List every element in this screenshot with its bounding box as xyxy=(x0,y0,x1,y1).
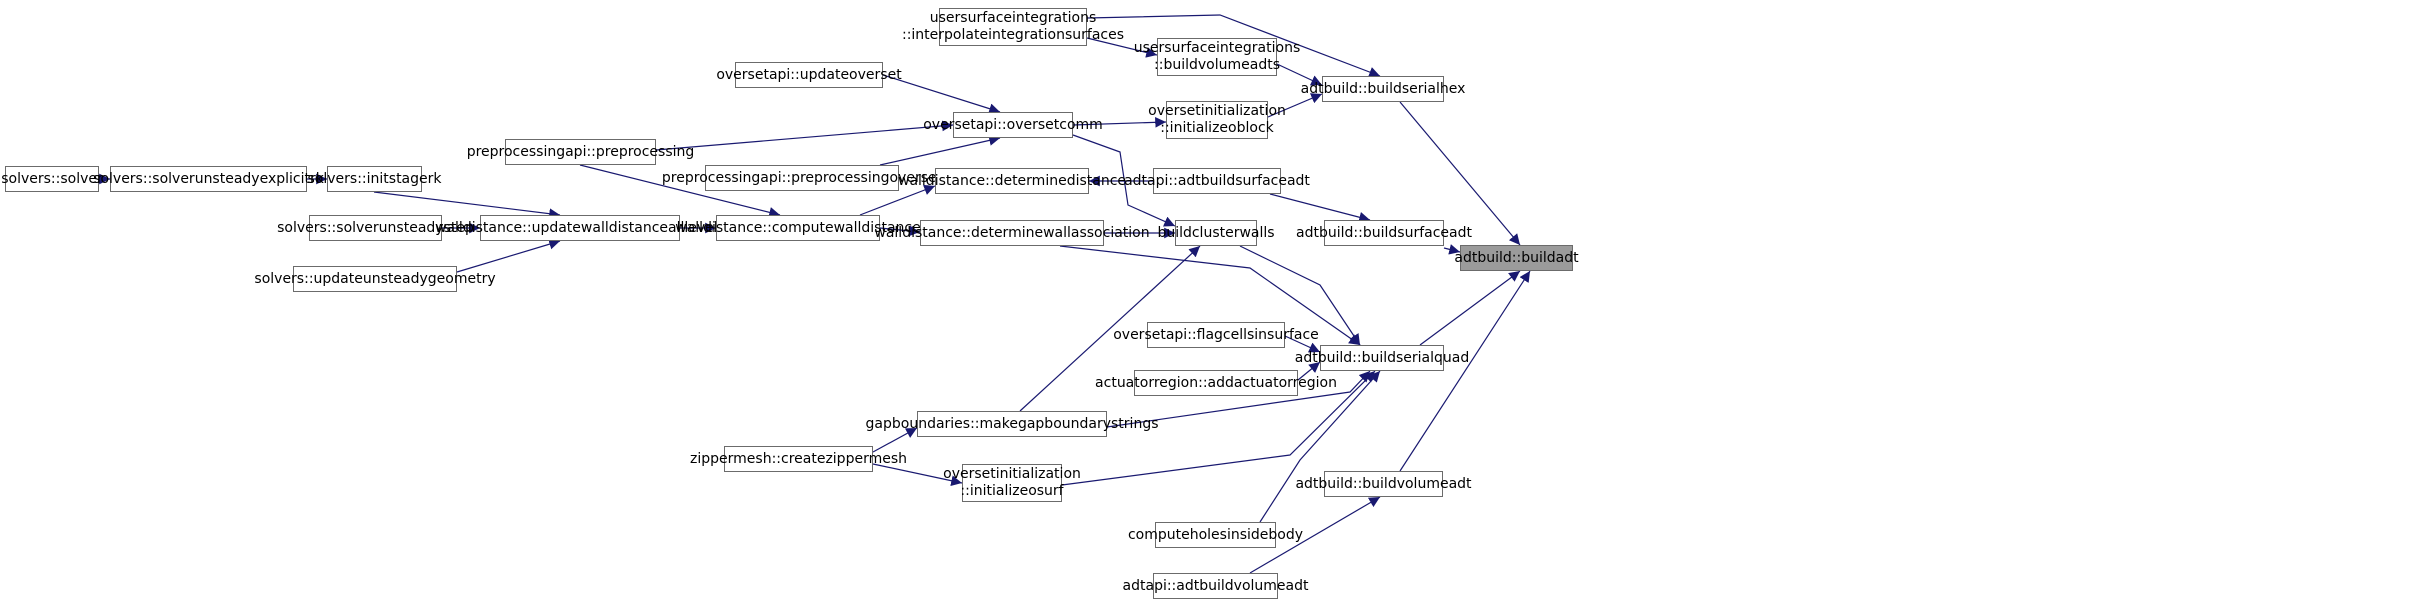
node-initstagerk[interactable]: solvers::initstagerk xyxy=(308,166,442,192)
node-label: actuatorregion::addactuatorregion xyxy=(1095,374,1337,391)
node-label: walldistance::determinewallassociation xyxy=(874,224,1150,241)
node-buildsurfaceadt[interactable]: adtbuild::buildsurfaceadt xyxy=(1296,220,1472,246)
edge-oversetcomm-to-buildclusterwalls xyxy=(1072,134,1176,227)
edge-zippermesh-to-makegapboundarystrings xyxy=(872,427,918,453)
edge-addactuatorregion-to-buildserialquad xyxy=(1297,361,1321,381)
node-determinedistance[interactable]: walldistance::determinedistance xyxy=(898,168,1126,194)
edge-buildclusterwalls-to-buildserialquad xyxy=(1239,245,1361,346)
node-makegapboundarystrings[interactable]: gapboundaries::makegapboundarystrings xyxy=(866,411,1159,437)
node-label: preprocessingapi::preprocessing xyxy=(466,143,695,160)
edge-computewalldistance-to-determinewallassociation xyxy=(879,225,921,237)
edge-initializeoblock-to-buildserialhex xyxy=(1267,93,1323,118)
node-solverunsteadystep[interactable]: solvers::solverunsteadystep xyxy=(277,215,474,241)
node-buildvolumeadt[interactable]: adtbuild::buildvolumeadt xyxy=(1295,471,1472,497)
edge-buildserialhex-to-buildadt xyxy=(1399,101,1521,246)
node-adtbuildvolumeadt[interactable]: adtapi::adtbuildvolumeadt xyxy=(1123,573,1308,599)
node-label: adtbuild::buildvolumeadt xyxy=(1295,475,1472,492)
node-buildadt: adtbuild::buildadt xyxy=(1454,245,1579,271)
node-interpolateintegrationsurfaces[interactable]: usersurfaceintegrations::interpolateinte… xyxy=(902,8,1124,46)
node-label: ::buildvolumeadts xyxy=(1154,57,1280,73)
node-label: oversetapi::flagcellsinsurface xyxy=(1113,326,1319,343)
edge-interpolateintegrationsurfaces-to-buildvolumeadts xyxy=(1086,37,1158,58)
node-label: usersurfaceintegrations xyxy=(1133,40,1301,56)
node-label: oversetapi::updateoverset xyxy=(716,66,902,83)
edge-preprocessing-to-oversetcomm xyxy=(655,120,954,151)
node-buildserialhex[interactable]: adtbuild::buildserialhex xyxy=(1301,76,1465,102)
edge-preprocessing-to-computewalldistance xyxy=(579,164,781,218)
node-label: solvers::solverunsteadyexplicitrk xyxy=(93,170,324,187)
node-addactuatorregion[interactable]: actuatorregion::addactuatorregion xyxy=(1095,370,1337,396)
node-buildvolumeadts[interactable]: usersurfaceintegrations::buildvolumeadts xyxy=(1134,38,1300,76)
edge-initializeosurf-to-buildserialquad xyxy=(1061,370,1376,486)
edge-buildserialquad-to-buildadt xyxy=(1419,270,1521,346)
node-label: ::initializeoblock xyxy=(1160,120,1274,136)
node-label: usersurfaceintegrations xyxy=(929,10,1097,26)
edge-makegapboundarystrings-to-buildclusterwalls xyxy=(1019,245,1201,412)
node-solver[interactable]: solvers::solver xyxy=(1,166,103,192)
node-label: computeholesinsidebody xyxy=(1127,526,1304,543)
edge-updateoverset-to-oversetcomm xyxy=(882,74,1001,114)
node-buildclusterwalls[interactable]: buildclusterwalls xyxy=(1157,220,1275,246)
node-flagcellsinsurface[interactable]: oversetapi::flagcellsinsurface xyxy=(1113,322,1319,348)
node-updateoverset[interactable]: oversetapi::updateoverset xyxy=(716,62,902,88)
node-label: walldistance::updatewalldistancealllevel… xyxy=(435,219,725,236)
node-computeholesinsidebody[interactable]: computeholesinsidebody xyxy=(1128,522,1303,548)
node-updatewalldistancealllevels[interactable]: walldistance::updatewalldistancealllevel… xyxy=(435,215,725,241)
node-label: ::initializeosurf xyxy=(960,483,1064,499)
node-label: buildclusterwalls xyxy=(1157,224,1275,241)
node-label: oversetinitialization xyxy=(1148,103,1286,119)
node-label: adtbuild::buildadt xyxy=(1454,249,1579,266)
node-label: ::interpolateintegrationsurfaces xyxy=(901,27,1125,43)
node-label: solvers::solverunsteadystep xyxy=(277,219,474,236)
node-label: preprocessingapi::preprocessingoverset xyxy=(661,169,943,186)
edge-buildvolumeadt-to-buildadt xyxy=(1399,270,1531,472)
node-updateunsteadygeometry[interactable]: solvers::updateunsteadygeometry xyxy=(254,266,496,292)
node-label: adtbuild::buildsurfaceadt xyxy=(1296,224,1472,241)
edge-computeholesinsidebody-to-buildserialquad xyxy=(1259,370,1381,523)
edge-determinewallassociation-to-buildserialquad xyxy=(1059,245,1361,346)
node-label: gapboundaries::makegapboundarystrings xyxy=(865,415,1159,432)
node-initializeoblock[interactable]: oversetinitialization::initializeoblock xyxy=(1148,101,1286,139)
node-label: solvers::initstagerk xyxy=(307,170,442,187)
edge-flagcellsinsurface-to-buildserialquad xyxy=(1284,335,1321,353)
node-label: zippermesh::createzippermesh xyxy=(690,450,907,467)
node-label: solvers::solver xyxy=(1,170,103,187)
edge-initstagerk-to-updatewalldistancealllevels xyxy=(373,191,561,220)
node-oversetcomm[interactable]: oversetapi::oversetcomm xyxy=(923,112,1103,138)
edge-zippermesh-to-initializeosurf xyxy=(872,463,963,487)
edge-buildvolumeadts-to-buildserialhex xyxy=(1276,63,1323,86)
edge-oversetcomm-to-initializeoblock xyxy=(1072,116,1167,128)
edge-computewalldistance-to-determinedistance xyxy=(859,184,936,216)
node-computewalldistance[interactable]: walldistance::computewalldistance xyxy=(675,215,921,241)
node-solverunsteadyexplicitrk[interactable]: solvers::solverunsteadyexplicitrk xyxy=(93,166,324,192)
node-zippermesh[interactable]: zippermesh::createzippermesh xyxy=(690,446,907,472)
edge-interpolateintegrationsurfaces-to-buildserialhex xyxy=(1086,14,1381,78)
node-label: solvers::updateunsteadygeometry xyxy=(254,270,496,287)
node-adtbuildsurfaceadt[interactable]: adtapi::adtbuildsurfaceadt xyxy=(1124,168,1310,194)
node-label: walldistance::determinedistance xyxy=(898,172,1127,189)
node-buildserialquad[interactable]: adtbuild::buildserialquad xyxy=(1295,345,1469,371)
node-initializeosurf[interactable]: oversetinitialization::initializeosurf xyxy=(943,464,1081,502)
node-preprocessingoverset[interactable]: preprocessingapi::preprocessingoverset xyxy=(662,165,942,191)
node-label: oversetinitialization xyxy=(943,466,1081,482)
edge-makegapboundarystrings-to-buildserialquad xyxy=(1106,370,1371,428)
edge-preprocessingoverset-to-oversetcomm xyxy=(879,135,1001,166)
edge-buildsurfaceadt-to-buildadt xyxy=(1443,244,1461,255)
node-label: adtbuild::buildserialhex xyxy=(1300,80,1466,97)
edge-adtbuildvolumeadt-to-buildvolumeadt xyxy=(1249,496,1381,574)
edge-adtbuildsurfaceadt-to-buildsurfaceadt xyxy=(1269,193,1371,223)
node-preprocessing[interactable]: preprocessingapi::preprocessing xyxy=(467,139,694,165)
node-label: oversetapi::oversetcomm xyxy=(923,116,1103,133)
node-determinewallassociation[interactable]: walldistance::determinewallassociation xyxy=(874,220,1150,246)
node-label: adtapi::adtbuildvolumeadt xyxy=(1122,577,1309,594)
node-label: adtbuild::buildserialquad xyxy=(1294,349,1470,366)
node-label: walldistance::computewalldistance xyxy=(675,219,921,236)
node-label: adtapi::adtbuildsurfaceadt xyxy=(1124,172,1310,189)
edge-updateunsteadygeometry-to-updatewalldistancealllevels xyxy=(456,238,561,273)
